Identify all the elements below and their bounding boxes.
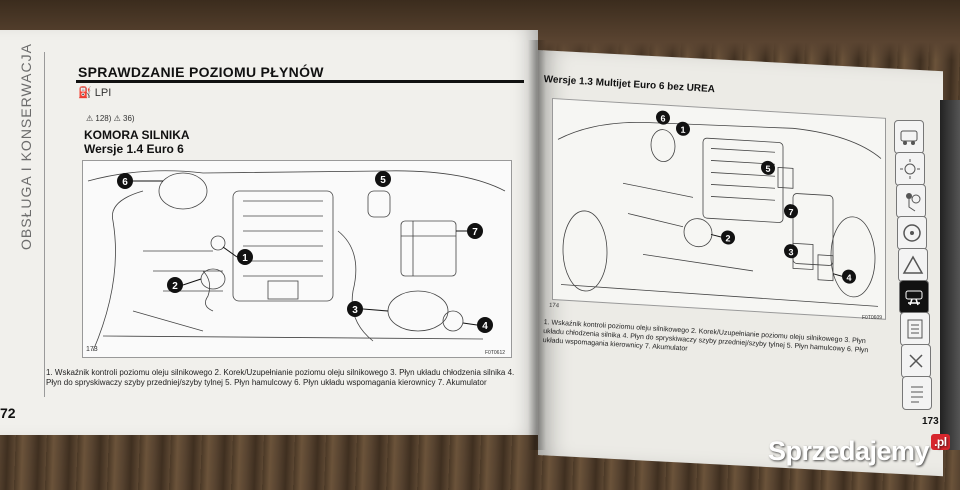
section-title: KOMORA SILNIKA xyxy=(84,128,190,142)
page-header-title: SPRAWDZANIE POZIOMU PŁYNÓW xyxy=(78,64,324,80)
section-subtitle: Wersje 1.4 Euro 6 xyxy=(84,142,184,156)
callout-6: 6 xyxy=(656,110,670,125)
callout-6: 6 xyxy=(117,173,163,189)
svg-text:4: 4 xyxy=(846,273,851,283)
chapter-tab-safety[interactable] xyxy=(896,184,926,218)
header-rule xyxy=(76,80,524,83)
callout-3: 3 xyxy=(347,301,389,317)
callout-2: 2 xyxy=(167,277,202,293)
svg-text:1: 1 xyxy=(680,125,685,135)
svg-text:2: 2 xyxy=(172,281,178,292)
watermark-text: Sprzedajemy xyxy=(768,436,930,466)
callout-3: 3 xyxy=(784,244,798,259)
watermark-suffix-badge: .pl xyxy=(931,434,950,450)
book-spine-shadow xyxy=(528,40,546,450)
spec-sheet-icon xyxy=(907,319,923,339)
chapter-tab-specs[interactable] xyxy=(900,312,930,346)
warning-triangle-icon xyxy=(902,255,924,274)
page-number-left: 72 xyxy=(0,405,16,421)
chapter-tab-lights[interactable] xyxy=(895,152,925,186)
index-icon xyxy=(911,386,923,403)
page-number-right: 173 xyxy=(922,416,939,427)
figure-number-left: 173 xyxy=(86,346,98,353)
section-side-label: OBSŁUGA I KONSERWACJA xyxy=(18,43,34,250)
fuel-icons-line: ⛽ LPI xyxy=(78,87,112,99)
engine-bay-figure-left: 6 1 2 5 7 3 4 xyxy=(82,160,512,358)
wrench-icon xyxy=(905,290,923,306)
chapter-tab-driving[interactable] xyxy=(897,216,927,250)
callout-4: 4 xyxy=(462,317,493,333)
figure-code-right: F0T0609 xyxy=(862,315,883,321)
car-dashboard-icon xyxy=(900,130,918,145)
callout-5: 5 xyxy=(375,171,391,187)
background-object xyxy=(940,100,960,450)
engine-drawing-right xyxy=(557,122,882,307)
lights-icon xyxy=(900,159,920,179)
engine-bay-figure-right: 6 1 5 7 2 3 4 xyxy=(552,98,886,320)
airbag-icon xyxy=(906,193,921,212)
callout-7: 7 xyxy=(784,204,798,219)
svg-text:6: 6 xyxy=(660,113,665,123)
svg-text:3: 3 xyxy=(788,247,793,257)
chapter-tab-dashboard[interactable] xyxy=(894,120,924,154)
side-rule xyxy=(44,52,45,397)
svg-text:4: 4 xyxy=(482,321,488,332)
figure-caption-left: 1. Wskaźnik kontroli poziomu oleju silni… xyxy=(46,368,515,387)
multimedia-icon xyxy=(909,354,923,368)
svg-text:5: 5 xyxy=(765,164,770,174)
svg-text:6: 6 xyxy=(122,177,128,188)
callout-5: 5 xyxy=(761,160,775,175)
svg-text:7: 7 xyxy=(472,227,478,238)
steering-wheel-icon xyxy=(903,224,921,242)
callout-layer-right: 6 1 5 7 2 3 4 xyxy=(656,110,856,284)
engine-drawing-left xyxy=(87,170,506,352)
callout-7: 7 xyxy=(456,223,483,239)
figure-code-left: F0T0612 xyxy=(485,350,506,356)
chapter-tab-emergency[interactable] xyxy=(898,248,928,282)
svg-text:1: 1 xyxy=(242,253,248,264)
sprzedajemy-watermark: Sprzedajemy.pl xyxy=(768,434,950,467)
callout-2: 2 xyxy=(710,230,735,245)
svg-text:2: 2 xyxy=(725,233,730,243)
callout-4: 4 xyxy=(832,269,856,284)
callout-1: 1 xyxy=(676,121,690,136)
warning-refs: ⚠ 128) ⚠ 36) xyxy=(86,114,135,123)
callout-1: 1 xyxy=(222,246,253,265)
svg-text:7: 7 xyxy=(788,207,793,217)
chapter-tab-index[interactable] xyxy=(902,376,932,410)
figure-number-right: 174 xyxy=(548,302,560,310)
svg-text:3: 3 xyxy=(352,305,358,316)
callout-layer-left: 6 1 2 5 7 3 4 xyxy=(117,171,493,333)
chapter-tab-maintenance[interactable] xyxy=(899,280,929,314)
svg-text:5: 5 xyxy=(380,175,386,186)
chapter-tab-multimedia[interactable] xyxy=(901,344,931,378)
